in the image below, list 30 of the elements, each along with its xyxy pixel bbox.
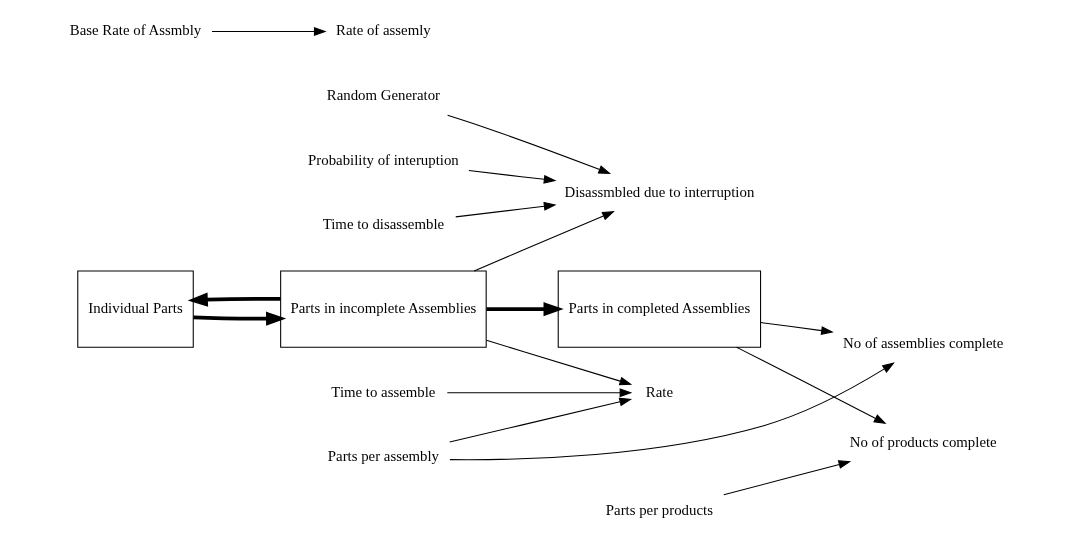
node-text: Base Rate of Assmbly <box>69 22 202 39</box>
node-text: Disassmbled due to interruption <box>564 183 755 200</box>
arrow <box>485 339 633 386</box>
arrow <box>455 201 557 218</box>
arrow <box>193 311 287 326</box>
arrow <box>760 322 834 335</box>
arrow <box>449 397 633 443</box>
arrow <box>449 362 895 461</box>
node-text: No of products complete <box>849 433 997 450</box>
arrow <box>473 211 615 272</box>
arrow <box>736 346 887 425</box>
node-text: Parts per assembly <box>327 448 440 465</box>
arrow <box>447 114 612 175</box>
arrow <box>446 388 633 398</box>
node-text: Probability of interuption <box>308 151 459 168</box>
arrow <box>187 292 281 307</box>
node-box: Individual Parts <box>77 270 194 348</box>
node-text: No of assemblies complete <box>843 334 1004 351</box>
arrow <box>468 170 557 184</box>
arrow <box>723 460 852 496</box>
node-text: Time to assemble <box>331 383 436 400</box>
node-text: Random Generator <box>326 87 441 104</box>
node-box: Parts in completed Assemblies <box>557 270 762 348</box>
node-text: Rate of assemly <box>336 22 431 39</box>
arrow <box>211 27 327 36</box>
arrow <box>486 302 564 317</box>
node-box: Parts in incomplete Assemblies <box>280 270 487 348</box>
node-text: Time to disassemble <box>322 216 445 233</box>
node-text: Rate <box>645 383 673 400</box>
node-text: Parts per products <box>605 502 713 519</box>
